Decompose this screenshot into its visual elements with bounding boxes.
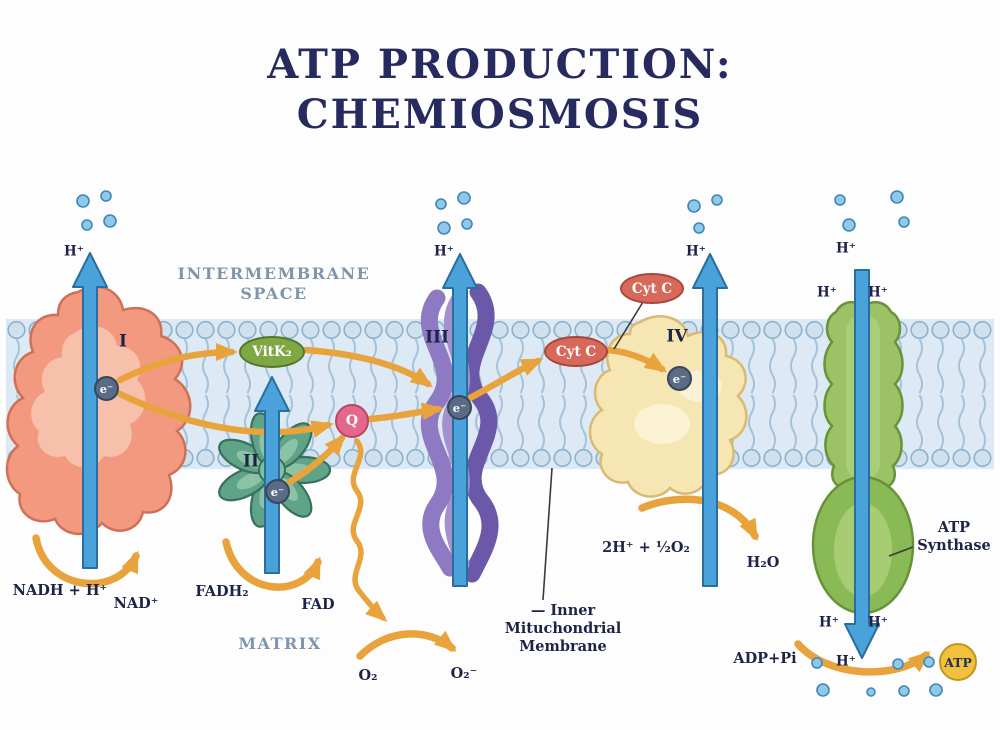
h-plus-label: H⁺ [817, 284, 837, 301]
arrow-i-to-q [116, 390, 334, 438]
h-ion-dots-complex-iii [435, 191, 473, 235]
arrow-iii-to-cytc [466, 357, 544, 402]
o2-to-h2o-arrow [638, 495, 759, 542]
proton-arrow-complex-i [72, 252, 108, 569]
proton-arrow-complex-ii [254, 376, 290, 574]
electron-ball-complex-iv: e⁻ [667, 366, 692, 391]
h-plus-label: H⁺ [868, 284, 888, 301]
o2-label: O₂ [358, 666, 378, 684]
vitk2-badge: VitK₂ [239, 336, 305, 368]
matrix-label: MATRIX [238, 634, 322, 653]
h2o-label: H₂O [746, 553, 780, 571]
nadh-label: NADH + H⁺ [12, 581, 108, 599]
h-plus-label: H⁺ [819, 614, 839, 631]
h-plus-label: H⁺ [868, 614, 888, 631]
inner-membrane-pointer [542, 467, 553, 601]
fadh2-to-fad-arrow [222, 538, 322, 591]
o2-to-o2minus-arrow [356, 630, 457, 660]
arrow-vitk2-to-iii [302, 346, 433, 388]
q-badge: Q [335, 404, 369, 438]
arrow-q-to-o2 [350, 438, 388, 622]
oxygen-reaction-label: 2H⁺ + ½O₂ [602, 538, 690, 556]
h-plus-label: H⁺ [836, 653, 856, 670]
nad-label: NAD⁺ [113, 594, 159, 612]
h-plus-label: H⁺ [686, 243, 706, 260]
electron-ball-complex-ii: e⁻ [265, 479, 290, 504]
cytc-pointer [613, 301, 644, 350]
fad-label: FAD [301, 595, 335, 613]
atp-synthase-annotation: ATP Synthase [917, 518, 991, 554]
o2-minus-label: O₂⁻ [450, 664, 478, 682]
intermembrane-space-label: INTERMEMBRANE SPACE [177, 264, 371, 303]
inner-membrane-annotation: — Inner Mituchondrial Membrane [504, 601, 622, 656]
complex-iii-label: III [425, 327, 449, 348]
h-ion-dots-bottom-right [811, 656, 943, 697]
proton-flow-arrows [72, 252, 880, 659]
h-plus-label: H⁺ [434, 243, 454, 260]
h-ion-dots-complex-iv [687, 194, 723, 234]
adp-pi-label: ADP+Pi [733, 649, 797, 667]
adp-to-atp-arrow [794, 640, 931, 676]
cytc-badge-shuttle: Cyt C [620, 273, 684, 304]
page-title: ATP PRODUCTION: CHEMIOSMOSIS [267, 41, 733, 138]
complex-i-label: I [119, 331, 127, 352]
reaction-arrows [32, 495, 931, 676]
cytc-badge-membrane: Cyt C [544, 336, 608, 367]
arrow-q-to-iii [366, 402, 444, 423]
proton-arrow-atp-synthase [844, 269, 880, 659]
atp-coin: ATP [939, 643, 977, 681]
h-plus-label: H⁺ [64, 243, 84, 260]
electron-ball-complex-i: e⁻ [94, 376, 119, 401]
proton-arrow-complex-iv [692, 253, 728, 587]
fadh2-label: FADH₂ [195, 582, 249, 600]
arrow-ii-to-q [286, 433, 346, 486]
electron-ball-complex-iii: e⁻ [447, 395, 472, 420]
h-ion-dots-complex-i [76, 190, 117, 231]
proton-arrow-complex-iii [442, 253, 478, 587]
arrow-i-to-vitk2 [116, 343, 238, 384]
h-ion-dots-atp-synthase-top [834, 190, 910, 232]
complex-ii-label: II [243, 451, 259, 472]
nadh-to-nad-arrow [32, 534, 140, 588]
complex-iv-label: IV [666, 326, 688, 347]
atp-synthase-pointer [888, 546, 914, 557]
h-plus-label: H⁺ [836, 240, 856, 257]
arrow-cytc-to-iv [604, 346, 668, 373]
electron-transfer-arrows [116, 343, 668, 622]
